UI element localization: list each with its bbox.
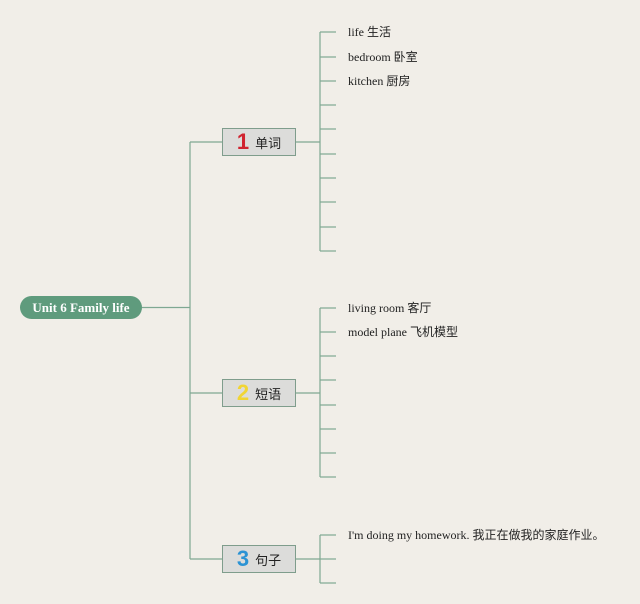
branch-node-phrases[interactable]: 2 短语	[222, 379, 296, 407]
root-node[interactable]: Unit 6 Family life	[20, 296, 142, 319]
branch-label: 句子	[255, 553, 282, 569]
branch-number: 2	[236, 380, 250, 405]
leaf-node[interactable]: living room 客厅	[348, 301, 432, 315]
branch-node-sentences[interactable]: 3 句子	[222, 545, 296, 573]
leaf-node[interactable]: kitchen 厨房	[348, 74, 411, 88]
branch-label: 短语	[255, 387, 282, 403]
leaf-node[interactable]: life 生活	[348, 25, 391, 39]
branch-number: 3	[236, 546, 250, 571]
root-label: Unit 6 Family life	[32, 299, 130, 315]
leaf-node[interactable]: bedroom 卧室	[348, 50, 418, 64]
leaf-node[interactable]: I'm doing my homework. 我正在做我的家庭作业。	[348, 528, 605, 542]
branch-number: 1	[236, 129, 250, 154]
branch-node-words[interactable]: 1 单词	[222, 128, 296, 156]
branch-label: 单词	[255, 136, 282, 152]
leaf-node[interactable]: model plane 飞机模型	[348, 325, 458, 339]
